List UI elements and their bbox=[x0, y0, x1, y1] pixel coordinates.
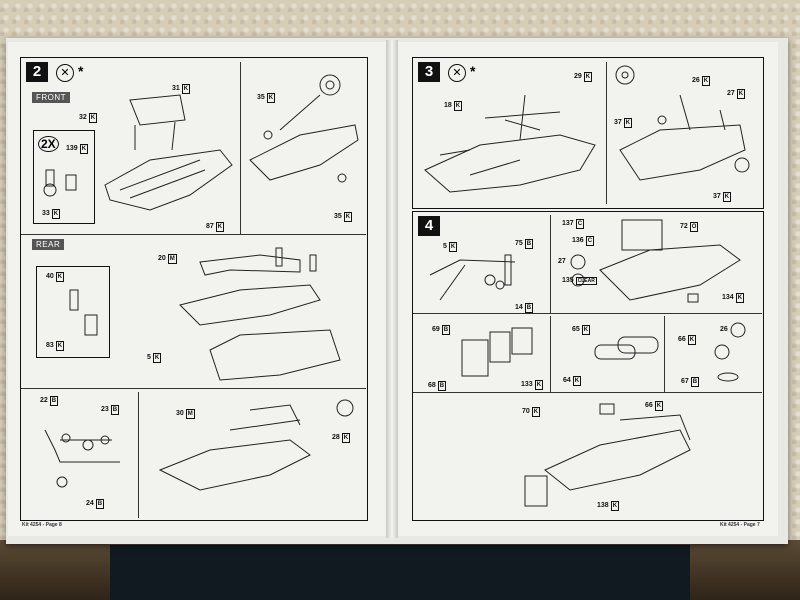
panel-divider bbox=[550, 215, 551, 313]
part-callout: 26 bbox=[720, 326, 728, 333]
step-2-frame bbox=[20, 57, 368, 521]
panel-divider bbox=[413, 392, 762, 393]
right-page bbox=[398, 42, 778, 536]
part-callout: 135 CLEAR bbox=[562, 277, 597, 285]
glue-icon: * bbox=[470, 63, 476, 79]
step-number: 2 bbox=[26, 62, 48, 82]
step-number: 3 bbox=[418, 62, 440, 82]
panel-divider bbox=[664, 316, 665, 392]
step-number: 4 bbox=[418, 216, 440, 236]
front-label: FRONT bbox=[32, 92, 71, 103]
step-3-frame bbox=[412, 57, 764, 209]
glue-icon: * bbox=[78, 63, 84, 79]
panel-divider bbox=[21, 388, 366, 389]
page-footer: Kit 4254 - Page 8 bbox=[22, 522, 62, 528]
detail-box bbox=[36, 266, 110, 358]
panel-divider bbox=[138, 392, 139, 518]
booklet-spine bbox=[386, 40, 398, 538]
panel-divider bbox=[550, 316, 551, 392]
step-4-frame bbox=[412, 211, 764, 521]
page-footer: Kit 4254 - Page 7 bbox=[720, 522, 760, 528]
detail-box bbox=[33, 130, 95, 224]
assembly-icon: ✕ bbox=[56, 64, 74, 82]
left-page bbox=[8, 42, 386, 536]
panel-divider bbox=[413, 313, 762, 314]
assembly-icon: ✕ bbox=[448, 64, 466, 82]
rear-label: REAR bbox=[32, 239, 65, 250]
panel-divider bbox=[240, 62, 241, 234]
part-callout: 27 bbox=[558, 258, 566, 265]
quantity-badge: 2X bbox=[38, 136, 59, 152]
display-stand bbox=[110, 545, 690, 600]
clear-badge: CLEAR bbox=[575, 277, 597, 285]
panel-divider bbox=[21, 234, 366, 235]
panel-divider bbox=[606, 62, 607, 204]
